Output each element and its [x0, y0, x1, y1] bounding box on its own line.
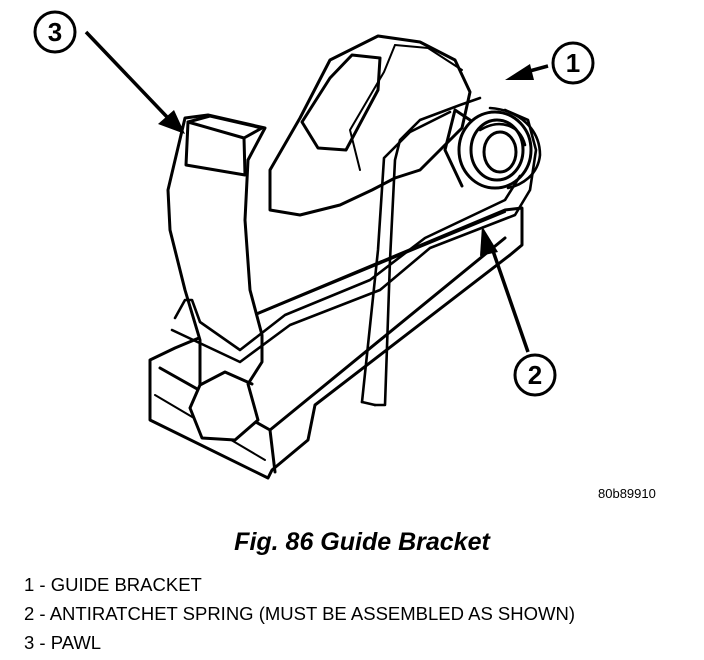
legend-item-antiratchet-spring: 2 - ANTIRATCHET SPRING (MUST BE ASSEMBLE…: [24, 603, 575, 624]
callout-2: 2: [480, 226, 557, 397]
callout-1-arrowhead: [505, 64, 534, 80]
guide-bracket-illustration: 3 1 2: [33, 10, 595, 480]
legend-item-guide-bracket: 1 - GUIDE BRACKET: [24, 574, 202, 595]
pivot-arm-shape: [268, 34, 533, 217]
callout-3: 3: [33, 10, 185, 134]
parts-legend: 1 - GUIDE BRACKET 2 - ANTIRATCHET SPRING…: [24, 570, 575, 657]
pawl-shape: [166, 113, 267, 442]
callout-2-arrowhead: [480, 226, 498, 256]
figure-code: 80b89910: [598, 486, 656, 501]
callout-3-arrowhead: [158, 110, 185, 134]
callout-3-number: 3: [48, 17, 62, 47]
callout-1-number: 1: [566, 48, 580, 78]
antiratchet-spring-shape: [170, 96, 542, 407]
callout-1: 1: [505, 41, 595, 85]
figure-caption: Fig. 86 Guide Bracket: [234, 528, 490, 556]
callout-2-number: 2: [528, 360, 542, 390]
legend-item-pawl: 3 - PAWL: [24, 632, 102, 653]
